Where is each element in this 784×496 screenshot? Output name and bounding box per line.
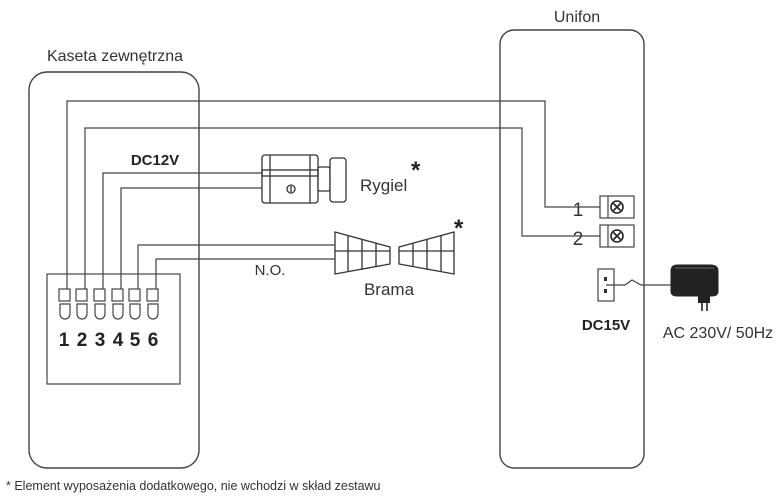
outdoor-panel-title: Kaseta zewnętrzna	[47, 48, 183, 65]
wire-terminal-2	[84, 127, 600, 289]
unifon-terminal-2	[599, 224, 635, 248]
panel-terminal-5: 5	[130, 330, 141, 351]
unifon-terminal-1-label: 1	[573, 200, 584, 221]
unifon-title: Unifon	[554, 9, 600, 26]
wire-terminal-4	[120, 187, 262, 289]
unifon-terminal-2-label: 2	[573, 229, 584, 250]
lock-icon	[261, 154, 347, 204]
wire-terminal-3	[102, 172, 262, 289]
unifon-housing	[499, 29, 645, 469]
panel-terminal-3: 3	[95, 330, 106, 351]
footnote: * Element wyposażenia dodatkowego, nie w…	[6, 479, 381, 493]
panel-terminal-4: 4	[113, 330, 124, 351]
wire-terminal-6	[155, 258, 335, 289]
wires-panel-to-unifon	[66, 100, 600, 289]
lock-supply-label: DC12V	[131, 152, 179, 169]
power-adapter-icon	[670, 264, 719, 311]
panel-terminal-2: 2	[77, 330, 88, 351]
panel-terminal-1: 1	[59, 330, 70, 351]
terminal-block	[46, 273, 181, 385]
gate-asterisk: *	[454, 215, 464, 242]
panel-terminals	[58, 288, 159, 320]
panel-terminal-6: 6	[148, 330, 159, 351]
adapter-label: AC 230V/ 50Hz	[663, 325, 773, 342]
wire-terminal-1	[66, 100, 600, 289]
lock-label: Rygiel	[360, 176, 407, 195]
gate-contact-label: N.O.	[255, 262, 286, 279]
outdoor-panel-housing	[28, 71, 200, 469]
wire-terminal-5	[137, 244, 335, 289]
adapter-cable	[606, 279, 671, 286]
power-label: DC15V	[582, 317, 630, 334]
wires-to-lock	[102, 172, 262, 289]
gate-label: Brama	[364, 280, 415, 299]
lock-asterisk: *	[411, 157, 421, 184]
gate-icon	[334, 231, 455, 275]
panel-terminal-numbers: 1 2 3 4 5 6	[59, 330, 159, 351]
wires-to-gate	[137, 244, 335, 289]
unifon-terminal-1	[599, 195, 635, 219]
